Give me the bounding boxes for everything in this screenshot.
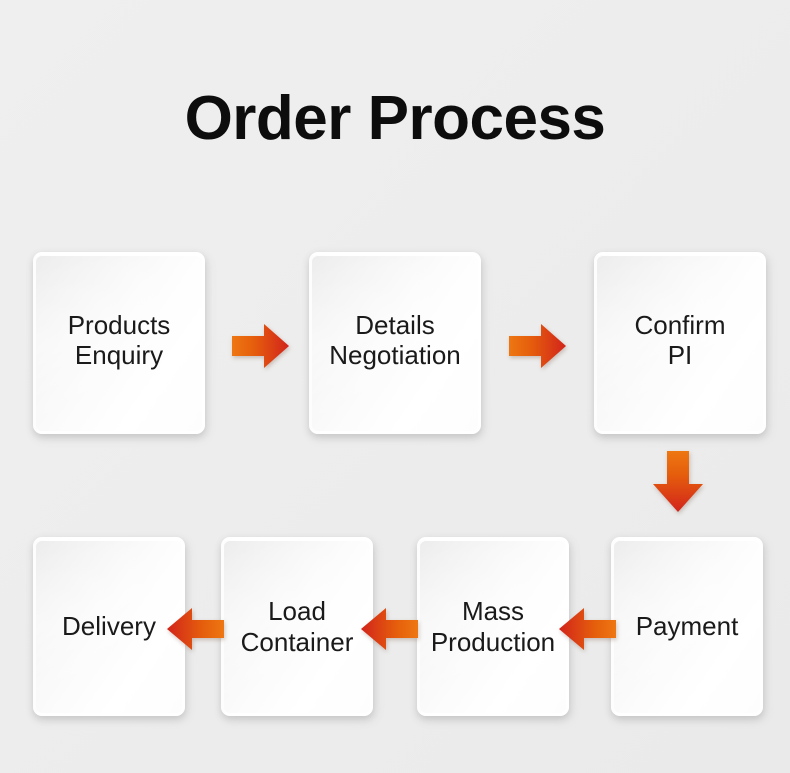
process-box-label: Products Enquiry [67,309,171,370]
process-box-label: Payment [635,611,739,642]
arrow-down-icon-confirm-to-payment [653,451,705,513]
process-box-label: Confirm PI [634,309,726,370]
process-box-label: Delivery [62,611,156,642]
process-box-label: Mass Production [430,596,556,657]
process-box-confirm-pi[interactable]: Confirm PI [594,252,766,434]
process-box-load-container[interactable]: Load Container [221,537,373,716]
process-box-label: Load Container [240,596,354,657]
arrow-right-icon-enquiry-to-negotiation [232,322,290,370]
process-box-payment[interactable]: Payment [611,537,763,716]
process-box-delivery[interactable]: Delivery [33,537,185,716]
arrow-right-icon-negotiation-to-confirm [509,322,567,370]
arrow-left-icon-production-to-container [361,607,419,651]
arrow-left-icon-payment-to-production [559,607,617,651]
process-box-products-enquiry[interactable]: Products Enquiry [33,252,205,434]
process-box-mass-production[interactable]: Mass Production [417,537,569,716]
process-box-label: Details Negotiation [329,309,461,370]
process-box-details-negotiation[interactable]: Details Negotiation [309,252,481,434]
arrow-left-icon-container-to-delivery [167,607,225,651]
page-title: Order Process [184,84,606,153]
